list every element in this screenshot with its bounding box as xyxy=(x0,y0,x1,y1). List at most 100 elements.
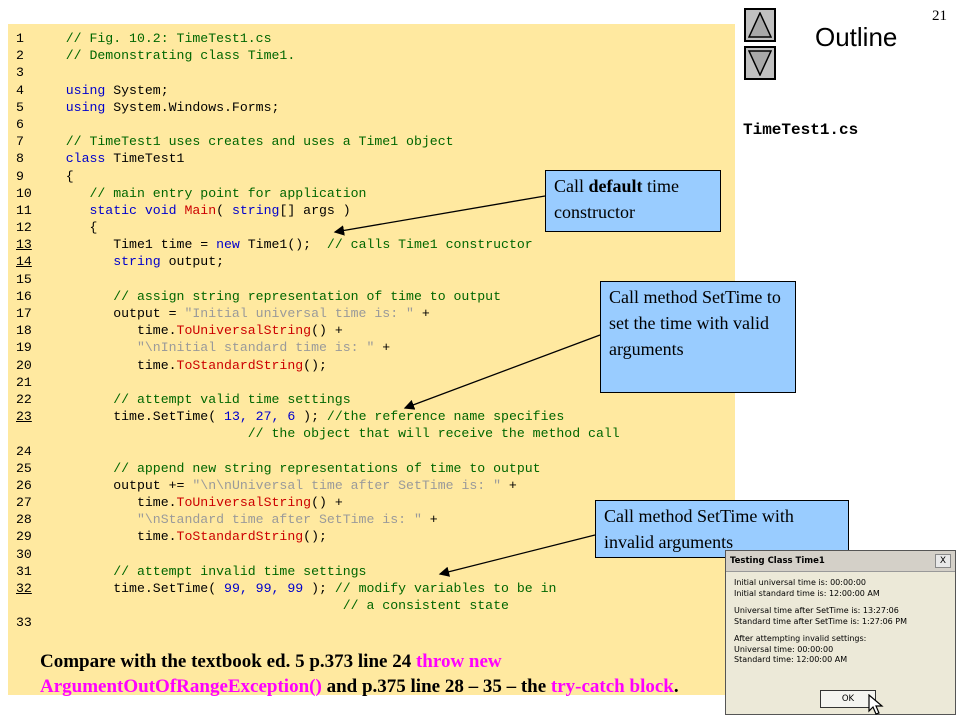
line-number: 20 xyxy=(16,357,32,373)
code-token: time. xyxy=(42,529,177,545)
code-line: 1 // Fig. 10.2: TimeTest1.cs xyxy=(16,30,736,47)
code-text: output += "\n\nUniversal time after SetT… xyxy=(42,477,517,494)
dialog-line: Standard time: 12:00:00 AM xyxy=(734,655,848,664)
line-number: 16 xyxy=(16,288,32,304)
code-line: 12 { xyxy=(16,219,736,236)
outline-up-button[interactable] xyxy=(744,8,776,42)
close-button[interactable]: X xyxy=(935,554,951,568)
code-line: 8 class TimeTest1 xyxy=(16,150,736,167)
code-token: + xyxy=(374,340,391,356)
dialog-line: Initial universal time is: 00:00:00 xyxy=(734,578,866,587)
code-text: time.ToStandardString(); xyxy=(42,357,327,374)
code-token: // append new string representations of … xyxy=(42,460,541,476)
code-line: 18 time.ToUniversalString() + xyxy=(16,322,736,339)
code-line: 32 time.SetTime( 99, 99, 99 ); // modify… xyxy=(16,580,736,597)
code-line: 33 xyxy=(16,614,736,631)
code-line: 25 // append new string representations … xyxy=(16,460,736,477)
line-number: 28 xyxy=(16,512,32,528)
code-text: // Fig. 10.2: TimeTest1.cs xyxy=(42,30,272,47)
code-text: // Demonstrating class Time1. xyxy=(42,47,296,64)
code-token: // TimeTest1 uses creates and uses a Tim… xyxy=(42,134,454,150)
line-number: 6 xyxy=(16,116,24,132)
line-number: 23 xyxy=(16,409,32,425)
code-line: 13 Time1 time = new Time1(); // calls Ti… xyxy=(16,236,736,253)
code-token: // modify variables to be in xyxy=(334,581,557,596)
line-number: 5 xyxy=(16,99,24,115)
note-text-1: Compare with the textbook ed. 5 p.373 li… xyxy=(40,651,416,672)
message-dialog: Testing Class Time1 X Initial universal … xyxy=(725,550,956,715)
code-line: 9 { xyxy=(16,168,736,185)
line-number: 11 xyxy=(16,202,32,218)
code-text: time.SetTime( 99, 99, 99 ); // modify va… xyxy=(42,580,556,597)
line-number: 10 xyxy=(16,185,32,201)
code-token: [] args ) xyxy=(279,202,351,218)
code-text: string output; xyxy=(42,253,224,270)
line-number: 30 xyxy=(16,546,32,562)
code-line: 2 // Demonstrating class Time1. xyxy=(16,47,736,64)
code-text: time.SetTime( 13, 27, 6 ); //the referen… xyxy=(42,408,564,425)
code-token: ToUniversalString xyxy=(176,323,312,339)
line-number: 25 xyxy=(16,460,32,476)
code-token: // assign string representation of time … xyxy=(42,288,501,304)
line-number: 26 xyxy=(16,477,32,493)
code-token: // the object that will receive the meth… xyxy=(42,426,620,442)
callout-1-bold: default xyxy=(588,176,643,196)
line-number: 1 xyxy=(16,31,24,46)
code-token: time.SetTime( xyxy=(42,581,225,596)
code-token: + xyxy=(501,477,517,493)
code-text: // the object that will receive the meth… xyxy=(42,425,620,442)
line-number: 29 xyxy=(16,529,32,545)
callout-valid-settime: Call method SetTime to set the time with… xyxy=(600,281,796,393)
file-name: TimeTest1.cs xyxy=(743,121,859,139)
dialog-line: Universal time: 00:00:00 xyxy=(734,644,834,654)
code-token: { xyxy=(42,168,74,184)
code-token: (); xyxy=(303,357,327,373)
dialog-title: Testing Class Time1 xyxy=(730,556,825,566)
code-token: TimeTest1 xyxy=(105,151,185,167)
code-token: "\nStandard time after SetTime is: " xyxy=(42,512,422,528)
code-line: 23 time.SetTime( 13, 27, 6 ); //the refe… xyxy=(16,408,736,425)
code-token: string xyxy=(42,254,161,270)
outline-down-button[interactable] xyxy=(744,46,776,80)
code-token: Time1(); xyxy=(239,237,327,253)
code-line: 5 using System.Windows.Forms; xyxy=(16,99,736,116)
line-number: 32 xyxy=(16,581,32,596)
callout-1-text-b: time constructor xyxy=(554,176,679,222)
code-token: () + xyxy=(311,495,343,511)
code-token: "\n\nUniversal time after SetTime is: " xyxy=(192,477,502,493)
ok-button[interactable]: OK xyxy=(820,690,876,708)
line-number xyxy=(16,597,42,614)
code-text: class TimeTest1 xyxy=(42,150,185,167)
dialog-titlebar[interactable]: Testing Class Time1 X xyxy=(726,551,955,572)
line-number: 24 xyxy=(16,443,32,459)
line-number: 13 xyxy=(16,237,32,253)
dialog-line xyxy=(734,599,947,606)
code-token: output += xyxy=(42,477,193,493)
code-text: time.ToUniversalString() + xyxy=(42,494,343,511)
line-number: 7 xyxy=(16,134,24,150)
code-line: // the object that will receive the meth… xyxy=(16,425,736,442)
code-line: 21 xyxy=(16,374,736,391)
code-token: ToStandardString xyxy=(176,357,304,373)
dialog-line: Standard time after SetTime is: 1:27:06 … xyxy=(734,616,908,626)
code-token: 13, 27, 6 xyxy=(224,409,296,425)
code-line: 26 output += "\n\nUniversal time after S… xyxy=(16,477,736,494)
code-token: + xyxy=(413,306,430,321)
code-text: Time1 time = new Time1(); // calls Time1… xyxy=(42,236,532,253)
code-text: output = "Initial universal time is: " + xyxy=(42,305,430,322)
code-token: class xyxy=(42,151,106,167)
code-line: 22 // attempt valid time settings xyxy=(16,391,736,408)
code-token: 99, 99, 99 xyxy=(224,581,304,596)
code-text: // append new string representations of … xyxy=(42,460,541,477)
code-token: System.Windows.Forms; xyxy=(105,99,280,115)
code-line: 11 static void Main( string[] args ) xyxy=(16,202,736,219)
note-text-3: . xyxy=(673,676,679,697)
mouse-cursor-icon xyxy=(868,694,884,715)
code-line: 10 // main entry point for application xyxy=(16,185,736,202)
code-token: ToStandardString xyxy=(176,529,304,545)
callout-1-text-a: Call xyxy=(554,176,589,196)
code-text: // attempt invalid time settings xyxy=(42,563,366,580)
code-token: // attempt invalid time settings xyxy=(42,563,367,579)
code-line: 16 // assign string representation of ti… xyxy=(16,288,736,305)
